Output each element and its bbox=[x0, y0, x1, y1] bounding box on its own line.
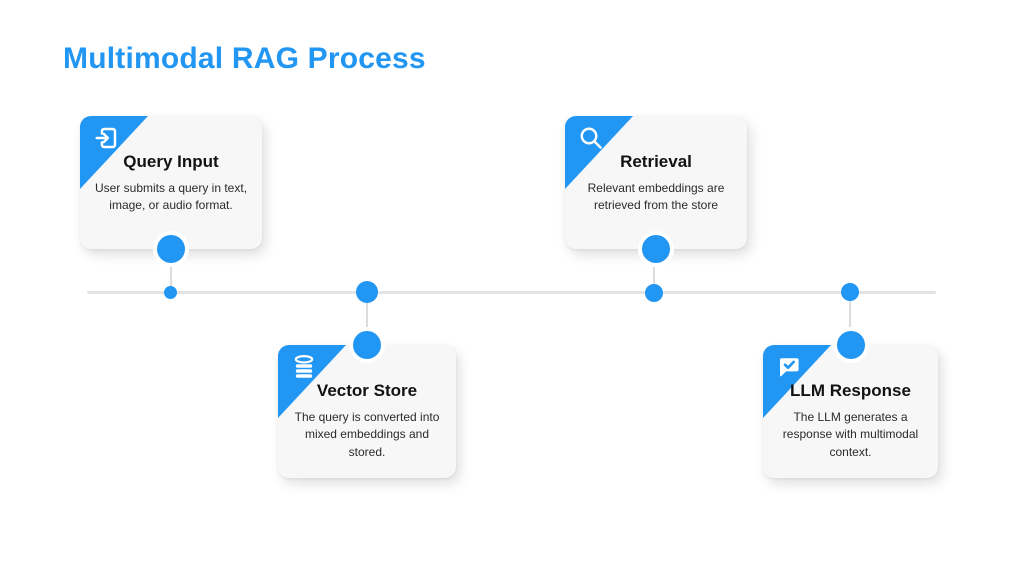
step-card-vector-store: Vector Store The query is converted into… bbox=[278, 327, 456, 478]
timeline-dot-retrieval bbox=[645, 284, 663, 302]
page-title: Multimodal RAG Process bbox=[63, 42, 426, 75]
connector-llm-response bbox=[849, 293, 851, 344]
card-surface: Retrieval Relevant embeddings are retrie… bbox=[565, 116, 747, 249]
step-description: User submits a query in text, image, or … bbox=[94, 181, 248, 213]
login-icon bbox=[92, 124, 120, 152]
step-description: The query is converted into mixed embedd… bbox=[294, 410, 440, 459]
connector-query-input bbox=[170, 250, 172, 293]
step-description: The LLM generates a response with multim… bbox=[782, 410, 919, 459]
timeline-dot-vector-store bbox=[356, 281, 378, 303]
step-card-llm-response: LLM Response The LLM generates a respons… bbox=[763, 327, 938, 478]
card-node-dot bbox=[638, 231, 674, 267]
card-node-dot bbox=[349, 327, 385, 363]
connector-retrieval bbox=[653, 250, 655, 293]
card-node-dot bbox=[832, 327, 869, 363]
step-card-retrieval: Retrieval Relevant embeddings are retrie… bbox=[565, 116, 747, 267]
card-surface: Vector Store The query is converted into… bbox=[278, 345, 456, 478]
step-card-query-input: Query Input User submits a query in text… bbox=[80, 116, 262, 267]
connector-vector-store bbox=[366, 293, 368, 344]
card-node-dot bbox=[153, 231, 189, 267]
timeline-line bbox=[87, 291, 936, 294]
timeline-dot-llm-response bbox=[841, 283, 859, 301]
step-title: LLM Response bbox=[790, 381, 911, 400]
timeline-dot-query-input bbox=[164, 286, 177, 299]
card-surface: LLM Response The LLM generates a respons… bbox=[763, 345, 938, 478]
chat-check-icon bbox=[775, 353, 803, 381]
step-title: Retrieval bbox=[620, 152, 692, 171]
step-description: Relevant embeddings are retrieved from t… bbox=[587, 181, 725, 213]
search-icon bbox=[577, 124, 605, 152]
step-title: Query Input bbox=[123, 152, 219, 171]
card-surface: Query Input User submits a query in text… bbox=[80, 116, 262, 249]
database-icon bbox=[290, 353, 318, 381]
step-title: Vector Store bbox=[316, 381, 418, 400]
